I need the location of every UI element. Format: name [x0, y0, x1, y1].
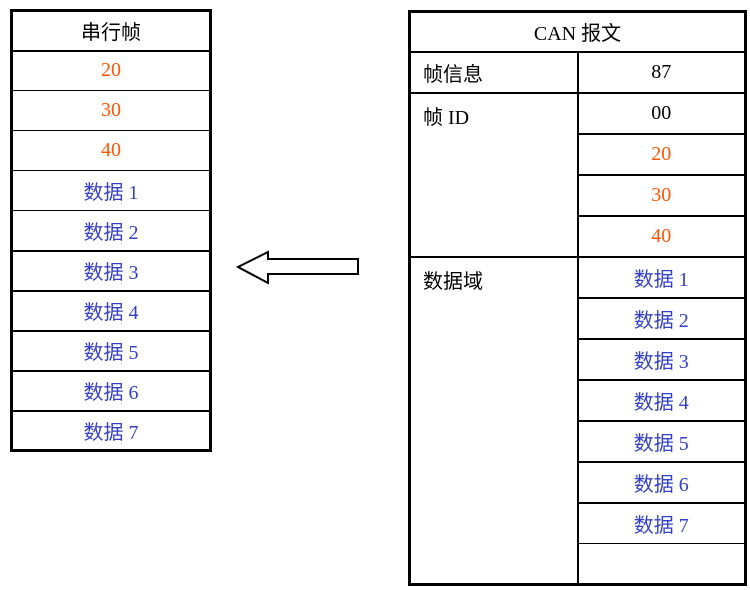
serial-frame-cell: 20: [11, 50, 211, 91]
table-row: 20: [11, 50, 211, 91]
frame-info-label: 帧信息: [409, 51, 579, 94]
table-row: 数据 4: [410, 379, 746, 422]
table-row: 数据 5: [410, 420, 746, 463]
data-field-label: 数据域: [409, 256, 579, 585]
table-row: 数据 5: [11, 330, 211, 372]
table-row: 数据 7: [410, 502, 746, 544]
serial-frame-cell: 40: [11, 130, 211, 171]
serial-frame-table: 串行帧 20 30 40 数据 1 数据 2 数据 3 数据 4 数据 5 数据…: [10, 9, 212, 452]
table-row: 数据 3: [11, 250, 211, 292]
table-row: 数据 2: [410, 297, 746, 340]
serial-frame-title: 串行帧: [11, 10, 211, 52]
table-row: 数据 2: [11, 210, 211, 252]
table-row: 数据 7: [12, 411, 211, 451]
table-row: 30: [410, 174, 746, 217]
serial-frame-cell: 数据 3: [11, 250, 211, 292]
table-row: 数据 6: [410, 461, 746, 504]
data-field-cell: 数据 7: [577, 502, 746, 544]
table-row: 40: [410, 215, 746, 258]
table-row: 串行帧: [11, 10, 211, 52]
serial-frame-cell: 数据 7: [83, 421, 139, 444]
serial-frame-cell: 数据 4: [11, 290, 211, 332]
data-field-cell: 数据 2: [577, 297, 746, 340]
serial-frame-cell: 数据 2: [11, 210, 211, 252]
table-row: 数据 4: [11, 290, 211, 332]
data-field-cell: 数据 4: [577, 379, 746, 422]
left-arrow-icon: [235, 250, 359, 285]
serial-frame-cell: 数据 5: [11, 330, 211, 372]
frame-id-cell: 20: [577, 133, 746, 176]
empty-cell: [578, 544, 746, 585]
table-row: 数据域 数据 1: [409, 256, 746, 585]
serial-frame-cell: 30: [11, 90, 211, 131]
frame-id-cell: 40: [577, 215, 746, 258]
can-message-title: CAN 报文: [409, 11, 746, 53]
can-message-table: CAN 报文 帧信息 87 帧 ID 00 20 30 40 数据域 数据 1 …: [408, 10, 747, 586]
table-row: 40: [11, 130, 211, 171]
frame-info-value: 87: [577, 51, 746, 94]
table-row: CAN 报文: [409, 11, 746, 53]
table-row: 数据 6: [11, 370, 211, 412]
table-row: 数据 3: [410, 338, 746, 381]
table-row: 帧信息 87: [409, 51, 746, 94]
frame-id-cell: 30: [577, 174, 746, 217]
data-field-cell: 数据 6: [577, 461, 746, 504]
serial-frame-cell: 数据 6: [11, 370, 211, 412]
frame-id-cell: 00: [577, 92, 746, 135]
table-row: 帧 ID 00: [409, 92, 746, 258]
data-field-cell: 数据 1: [577, 256, 746, 299]
table-row: 20: [410, 133, 746, 176]
table-row: 数据 1: [11, 170, 211, 211]
frame-id-label: 帧 ID: [409, 92, 579, 258]
data-field-cell: 数据 3: [577, 338, 746, 381]
table-row: 30: [11, 90, 211, 131]
data-field-cell: 数据 5: [577, 420, 746, 463]
serial-frame-cell: 数据 1: [11, 170, 211, 211]
